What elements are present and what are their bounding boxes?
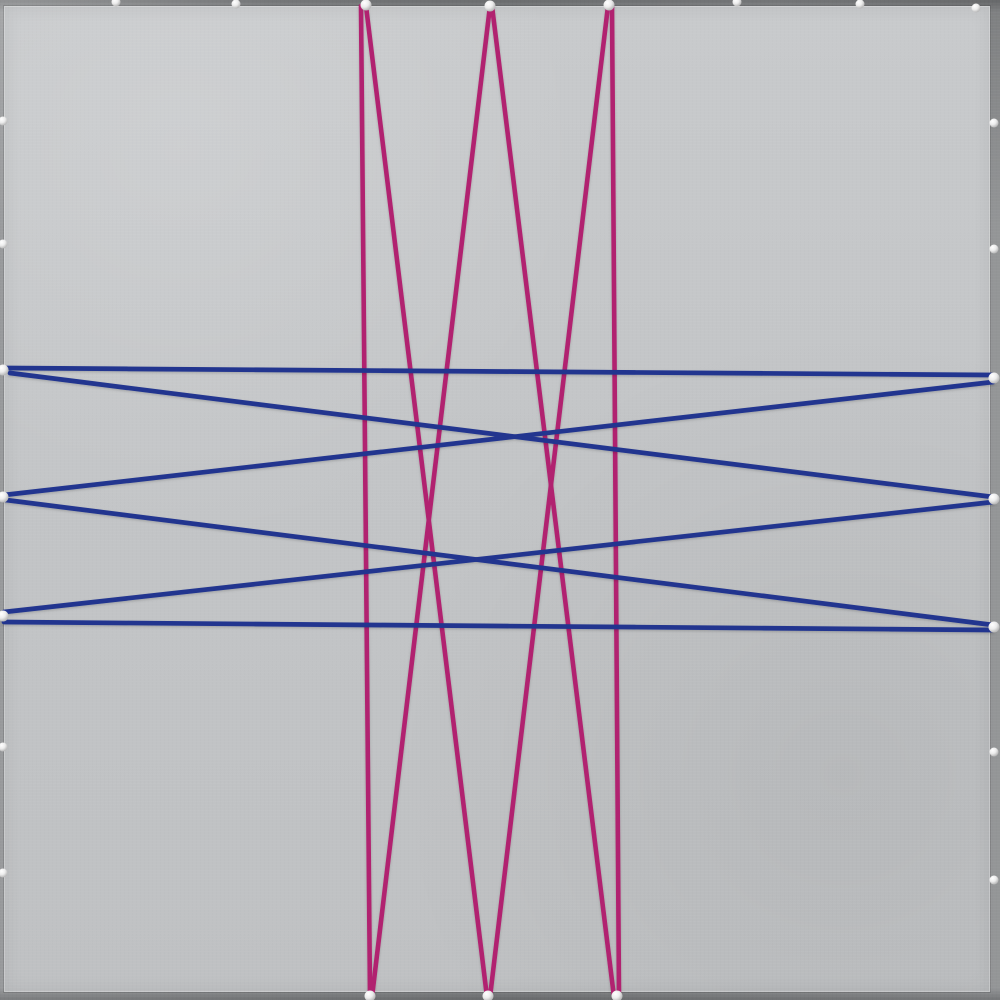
pin (482, 990, 494, 1000)
pin (989, 118, 999, 128)
pink-yarn-line (487, 3, 611, 1000)
pin (989, 747, 999, 757)
pin (855, 0, 865, 9)
pin (364, 990, 376, 1000)
blue-yarn-lines (1, 365, 996, 633)
pin (111, 0, 121, 7)
pin (603, 0, 615, 11)
pink-yarn-line (369, 3, 493, 1000)
blue-yarn-line (7, 370, 996, 500)
pin (0, 742, 8, 752)
pin (0, 239, 8, 249)
pin (988, 621, 1000, 633)
pin (0, 491, 9, 503)
blue-yarn-line (1, 365, 996, 378)
pin (484, 0, 496, 12)
blue-yarn-line (3, 497, 996, 628)
blue-yarn-line (1, 499, 996, 615)
gray-board (4, 6, 990, 992)
pin (989, 244, 999, 254)
pin (0, 868, 8, 878)
pin (988, 493, 1000, 505)
pin (988, 372, 1000, 384)
pink-yarn-line (609, 3, 622, 1000)
pin (0, 364, 9, 376)
pin (971, 3, 981, 13)
blue-yarn-line (1, 379, 996, 498)
pin (231, 0, 241, 9)
pink-yarn-line (489, 3, 617, 1000)
pink-yarn-line (358, 3, 373, 1000)
blue-yarn-line (1, 619, 996, 633)
pink-yarn-line (363, 3, 490, 1000)
pin (0, 116, 8, 126)
pin (611, 990, 623, 1000)
pin (732, 0, 742, 7)
pin (360, 0, 372, 11)
pink-yarn-lines (358, 3, 622, 1000)
pin (989, 875, 999, 885)
pin (0, 610, 9, 622)
